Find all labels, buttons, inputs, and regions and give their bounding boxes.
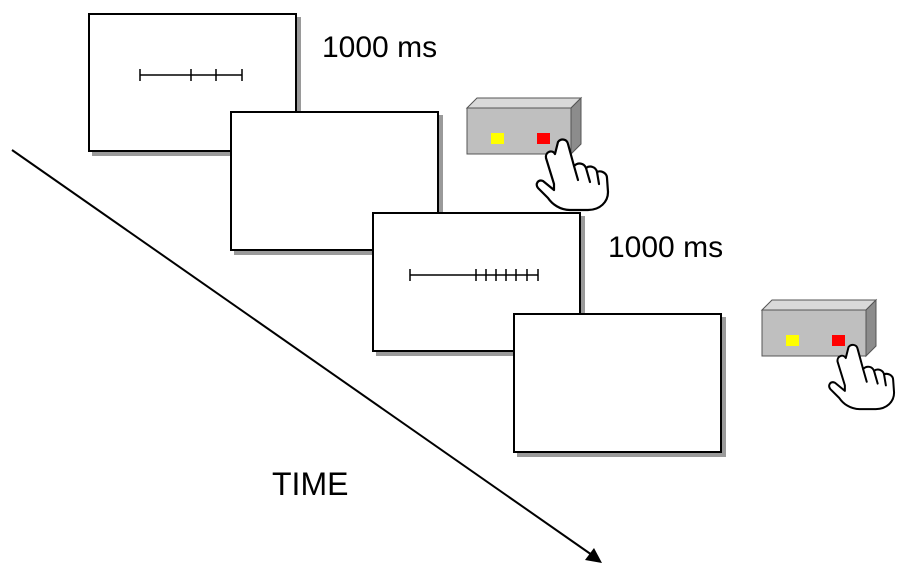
duration-label-2: 1000 ms — [608, 231, 724, 264]
pointing-hand-icon — [828, 343, 896, 411]
arrow-head-icon — [585, 548, 602, 563]
time-label: TIME — [272, 466, 349, 502]
duration-label-1: 1000 ms — [322, 31, 438, 64]
stimulus-line-1 — [139, 69, 243, 81]
left-response-button — [491, 133, 504, 144]
response-box-icon — [465, 96, 583, 156]
pointing-hand-icon — [535, 138, 610, 212]
right-response-button — [537, 133, 550, 144]
blank-screen-2 — [513, 313, 722, 453]
response-box-top — [760, 299, 878, 311]
right-response-button — [832, 335, 845, 346]
left-response-button — [786, 335, 799, 346]
time-arrow-line — [11, 149, 593, 556]
response-box-top — [465, 97, 583, 109]
response-box-face — [466, 107, 572, 155]
stimulus-line-2 — [409, 269, 539, 281]
